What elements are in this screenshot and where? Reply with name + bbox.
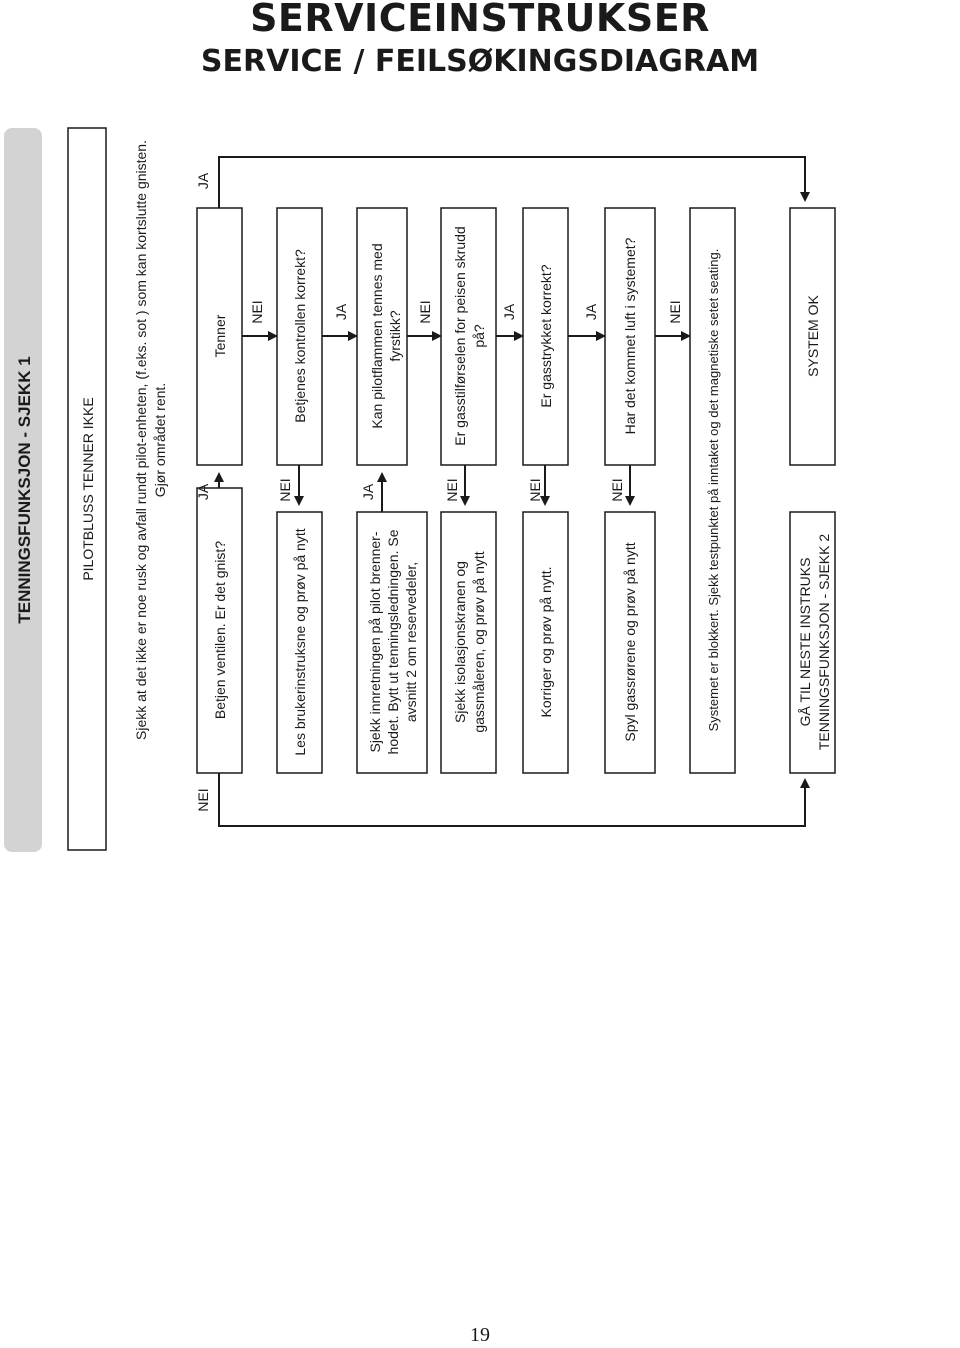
box-read-instructions-text: Les brukerinstruksne og prøv på nytt: [292, 528, 308, 755]
box-check-isolation-line2: gassmåleren, og prøv på nytt: [471, 551, 487, 732]
box-check-alignment-line1: Sjekk innretningen på pilot brenner-: [367, 531, 383, 752]
box-purge-pipes: [604, 511, 656, 774]
box-system-blocked-text: Systemet er blokkert. Sjekk testpunktet …: [706, 249, 721, 732]
box-purge-pipes-text: Spyl gassrørene og prøv på nytt: [622, 542, 638, 741]
box-gas-pressure-text: Er gasstrykket korrekt?: [538, 264, 554, 407]
box-control-correct-text: Betjenes kontrollen korrekt?: [292, 249, 308, 423]
box-gas-supply-on: [440, 207, 497, 466]
problem-box: [67, 127, 107, 851]
box-next-instruction-line2: TENNINGSFUNKSJON - SJEKK 2: [816, 534, 832, 750]
label-no-gas-supply: NEI: [444, 478, 460, 501]
box-check-isolation: [440, 511, 497, 774]
box-gas-supply-on-line1: Er gasstilførselen for peisen skrudd: [452, 226, 468, 445]
box-operate-valve-text: Betjen ventilen. Er det gnist?: [212, 541, 228, 719]
problem-label: PILOTBLUSS TENNER IKKE: [80, 397, 96, 580]
box-next-instruction-line1: GÅ TIL NESTE INSTRUKS: [797, 558, 813, 727]
connectors: [214, 156, 810, 827]
section-tab-label: TENNINGSFUNKSJON - SJEKK 1: [15, 356, 34, 623]
box-match-light-line2: fyrstikk?: [387, 310, 403, 362]
arrow-ignites-yes: [218, 156, 810, 208]
label-no-gas-pressure: NEI: [527, 478, 543, 501]
intro-text-line2: Gjør området rent.: [152, 383, 168, 497]
label-yes-ignites: JA: [195, 172, 211, 189]
arrow-operate-valve-no: [218, 773, 810, 827]
box-check-alignment-line3: avsnitt 2 om reservedeler,: [403, 562, 419, 722]
page-subtitle: SERVICE / FEILSØKINGSDIAGRAM: [200, 44, 760, 79]
box-system-blocked: [689, 207, 736, 774]
label-yes-gas-pressure: JA: [583, 303, 599, 320]
box-ignites-text: Tenner: [212, 314, 228, 357]
box-next-instruction: [789, 511, 836, 774]
label-no-control: NEI: [277, 478, 293, 501]
box-gas-supply-on-line2: på?: [471, 324, 487, 348]
label-no-air-right: NEI: [667, 300, 683, 323]
box-read-instructions: [276, 511, 323, 774]
label-yes-operate-valve: JA: [195, 483, 211, 500]
label-no-ignites: NEI: [249, 300, 265, 323]
label-yes-gas-supply: JA: [501, 303, 517, 320]
label-no-operate-valve: NEI: [195, 788, 211, 811]
box-correct-retry: [522, 511, 569, 774]
box-system-ok: [789, 207, 836, 466]
label-yes-control: JA: [333, 303, 349, 320]
box-air-in-system-text: Har det kommet luft i systemet?: [622, 237, 638, 434]
section-tab: [4, 128, 42, 852]
page-number: 19: [470, 1324, 490, 1346]
label-yes-match-light: JA: [360, 483, 376, 500]
box-system-ok-text: SYSTEM OK: [805, 294, 821, 376]
box-check-alignment: [356, 511, 428, 774]
box-check-isolation-line1: Sjekk isolasjonskranen og: [452, 561, 468, 723]
page-title: SERVICEINSTRUKSER: [250, 0, 710, 40]
label-no-match-light: NEI: [417, 300, 433, 323]
box-match-light-line1: Kan pilotflammen tennes med: [369, 243, 385, 428]
box-correct-retry-text: Korriger og prøv på nytt.: [538, 567, 554, 718]
intro-text-line1: Sjekk at det ikke er noe rusk og avfall …: [133, 140, 149, 740]
label-no-air: NEI: [609, 478, 625, 501]
box-check-alignment-line2: hodet. Bytt ut tenningsledningen. Se: [385, 529, 401, 754]
